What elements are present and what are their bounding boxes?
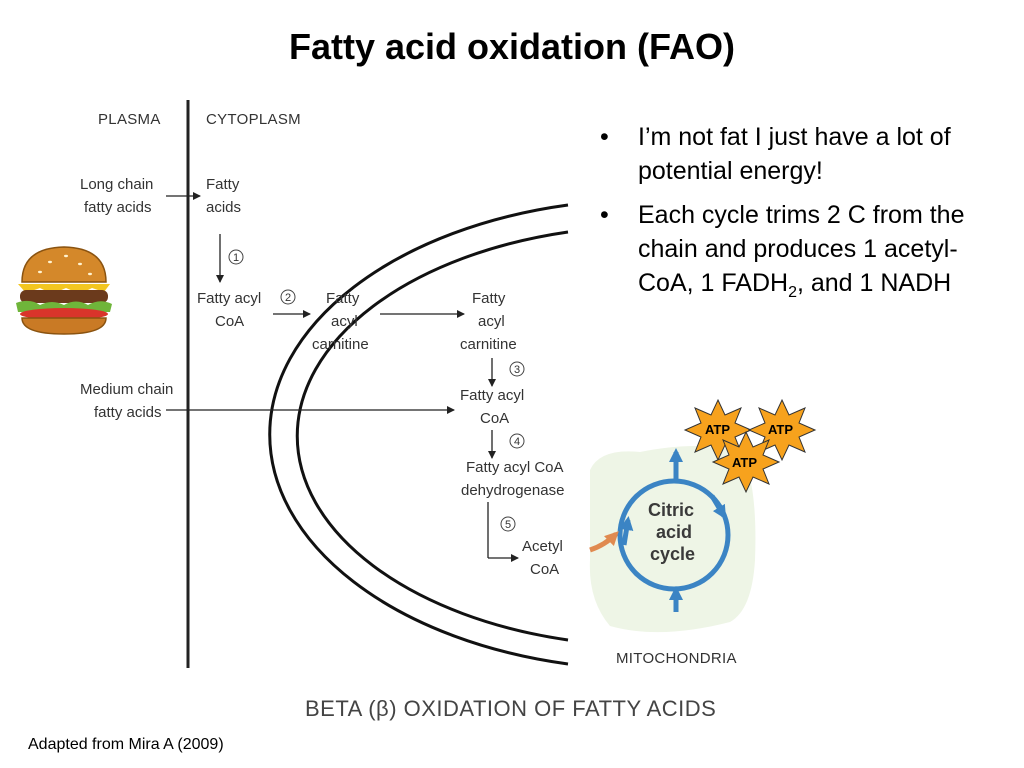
source-credit: Adapted from Mira A (2009) [28,736,224,753]
step-4-marker [509,433,525,449]
hamburger-icon [16,246,112,335]
atp-label-3: ATP [732,455,757,470]
acetyl-coa-input-arrow [589,531,619,553]
fatty-acids-label-1: Fatty [206,176,240,193]
acetyl-coa-label-1: Acetyl [522,538,563,555]
cycle-label-1: Citric [648,500,694,520]
atp-burst-icon: ATP [711,430,781,494]
step-5-number: 5 [505,519,511,531]
fatty-acyl-coa-label-2: CoA [215,313,244,330]
page-title: Fatty acid oxidation (FAO) [288,26,736,67]
bullet-text-2-before: Each cycle trims 2 C from the chain and … [638,201,965,297]
step-4-number: 4 [514,436,520,448]
bullet-item: Each cycle trims 2 C from the chain and … [598,198,1008,310]
mitochondria-outer-membrane [268,203,569,666]
mito-carnitine-label-1: Fatty [472,290,506,307]
long-chain-label-2: fatty acids [84,199,152,216]
mito-acyl-coa-label-2: CoA [480,410,509,427]
step-5-marker [500,516,516,532]
mito-carnitine-label-2: acyl [478,313,505,330]
step-3-marker [509,361,525,377]
atp-label-1: ATP [705,422,730,437]
cycle-arrow-left [619,516,634,546]
fatty-acyl-coa-label-1: Fatty acyl [197,290,261,307]
cycle-arrow-right [709,494,727,520]
bullet-text-1: I’m not fat I just have a lot of potenti… [638,123,951,185]
mitochondria-inner-membrane [295,230,569,642]
plasma-label: PLASMA [98,111,161,128]
medium-chain-label-1: Medium chain [80,381,173,398]
atp-label-2: ATP [768,422,793,437]
diagram-caption: BETA (β) OXIDATION OF FATTY ACIDS [305,696,716,721]
step-2-marker [280,289,296,305]
step-3-number: 3 [514,364,520,376]
cytoplasm-label: CYTOPLASM [206,111,301,128]
bullet-item: I’m not fat I just have a lot of potenti… [598,120,1008,188]
cycle-background [589,446,756,633]
dehydrogenase-label-1: Fatty acyl CoA [466,459,564,476]
step-2-number: 2 [285,292,291,304]
bullet-subscript: 2 [788,284,797,301]
citric-acid-cycle: Citric acid cycle [589,446,756,633]
mito-acyl-coa-label-1: Fatty acyl [460,387,524,404]
acyl-carnitine-label-3: carnitine [312,336,369,353]
acyl-carnitine-label-2: acyl [331,313,358,330]
mitochondria-label: MITOCHONDRIA [616,650,737,667]
step-1-marker [228,249,244,265]
bullet-text-2-after: , and 1 NADH [796,269,952,297]
long-chain-label-1: Long chain [80,176,153,193]
bullet-list: I’m not fat I just have a lot of potenti… [598,120,1008,320]
acetyl-coa-label-2: CoA [530,561,559,578]
mito-carnitine-label-3: carnitine [460,336,517,353]
dehydrogenase-label-2: dehydrogenase [461,482,564,499]
fatty-acids-label-2: acids [206,199,241,216]
acyl-carnitine-label-1: Fatty [326,290,360,307]
step-1-number: 1 [233,252,239,264]
cycle-label-2: acid [656,522,692,542]
cycle-label-3: cycle [650,544,695,564]
medium-chain-label-2: fatty acids [94,404,162,421]
